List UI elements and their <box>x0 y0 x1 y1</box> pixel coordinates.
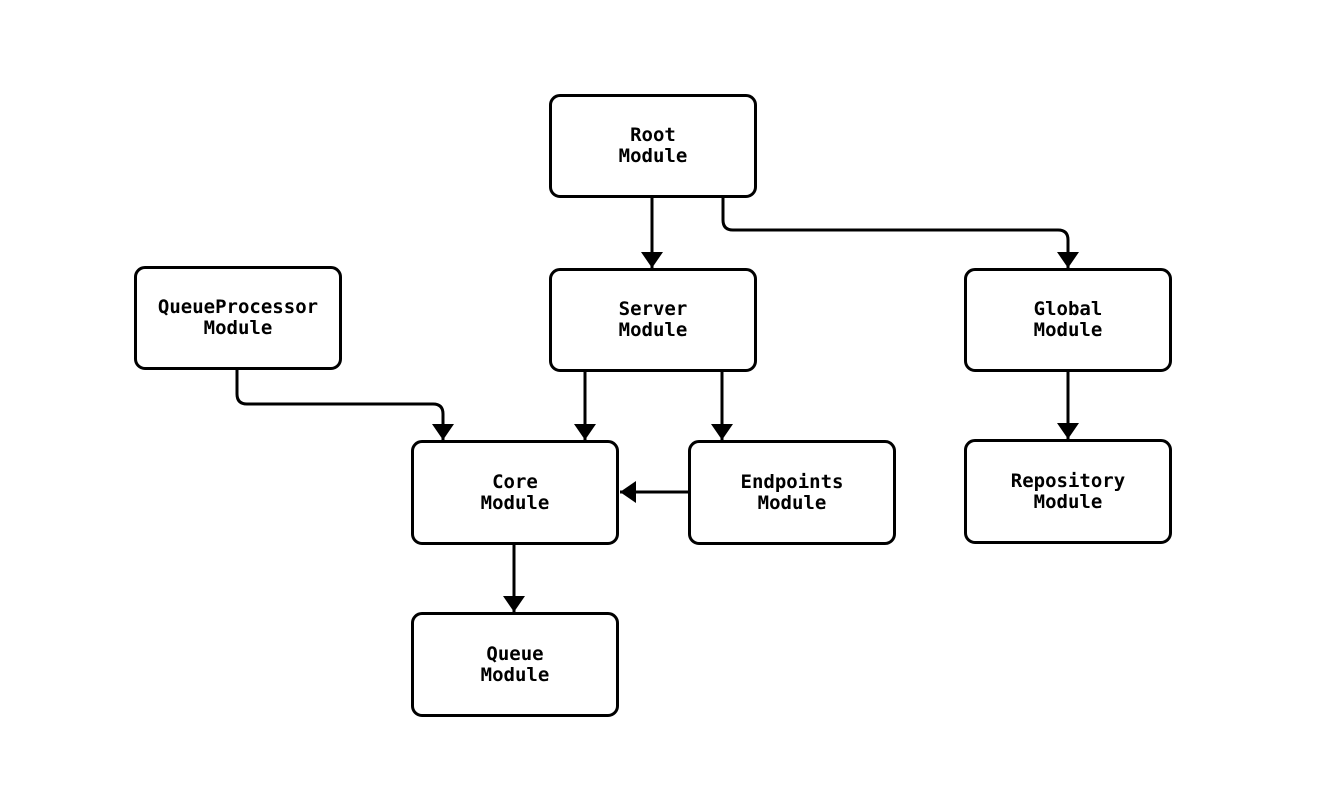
node-label: Core Module <box>480 470 550 514</box>
node-queueprocessor-module: QueueProcessor Module <box>134 266 342 370</box>
edges <box>235 198 1079 612</box>
edge-queueprocessor-module-to-core-module <box>235 370 454 440</box>
node-root-module: Root Module <box>549 94 757 198</box>
node-label: Server Module <box>618 298 688 341</box>
edge-root-module-to-global-module <box>721 198 1079 268</box>
node-label: Repository Module <box>1010 469 1126 513</box>
node-global-module: Global Module <box>964 268 1172 372</box>
node-label: Root Module <box>618 124 688 167</box>
node-label: Queue Module <box>480 642 550 686</box>
node-label: QueueProcessor Module <box>157 296 319 339</box>
node-server-module: Server Module <box>549 268 757 372</box>
node-queue-module: Queue Module <box>411 612 619 717</box>
node-label: Endpoints Module <box>740 470 844 514</box>
node-endpoints-module: Endpoints Module <box>688 440 896 545</box>
node-core-module: Core Module <box>411 440 619 545</box>
node-label: Global Module <box>1033 298 1103 341</box>
node-repository-module: Repository Module <box>964 439 1172 544</box>
